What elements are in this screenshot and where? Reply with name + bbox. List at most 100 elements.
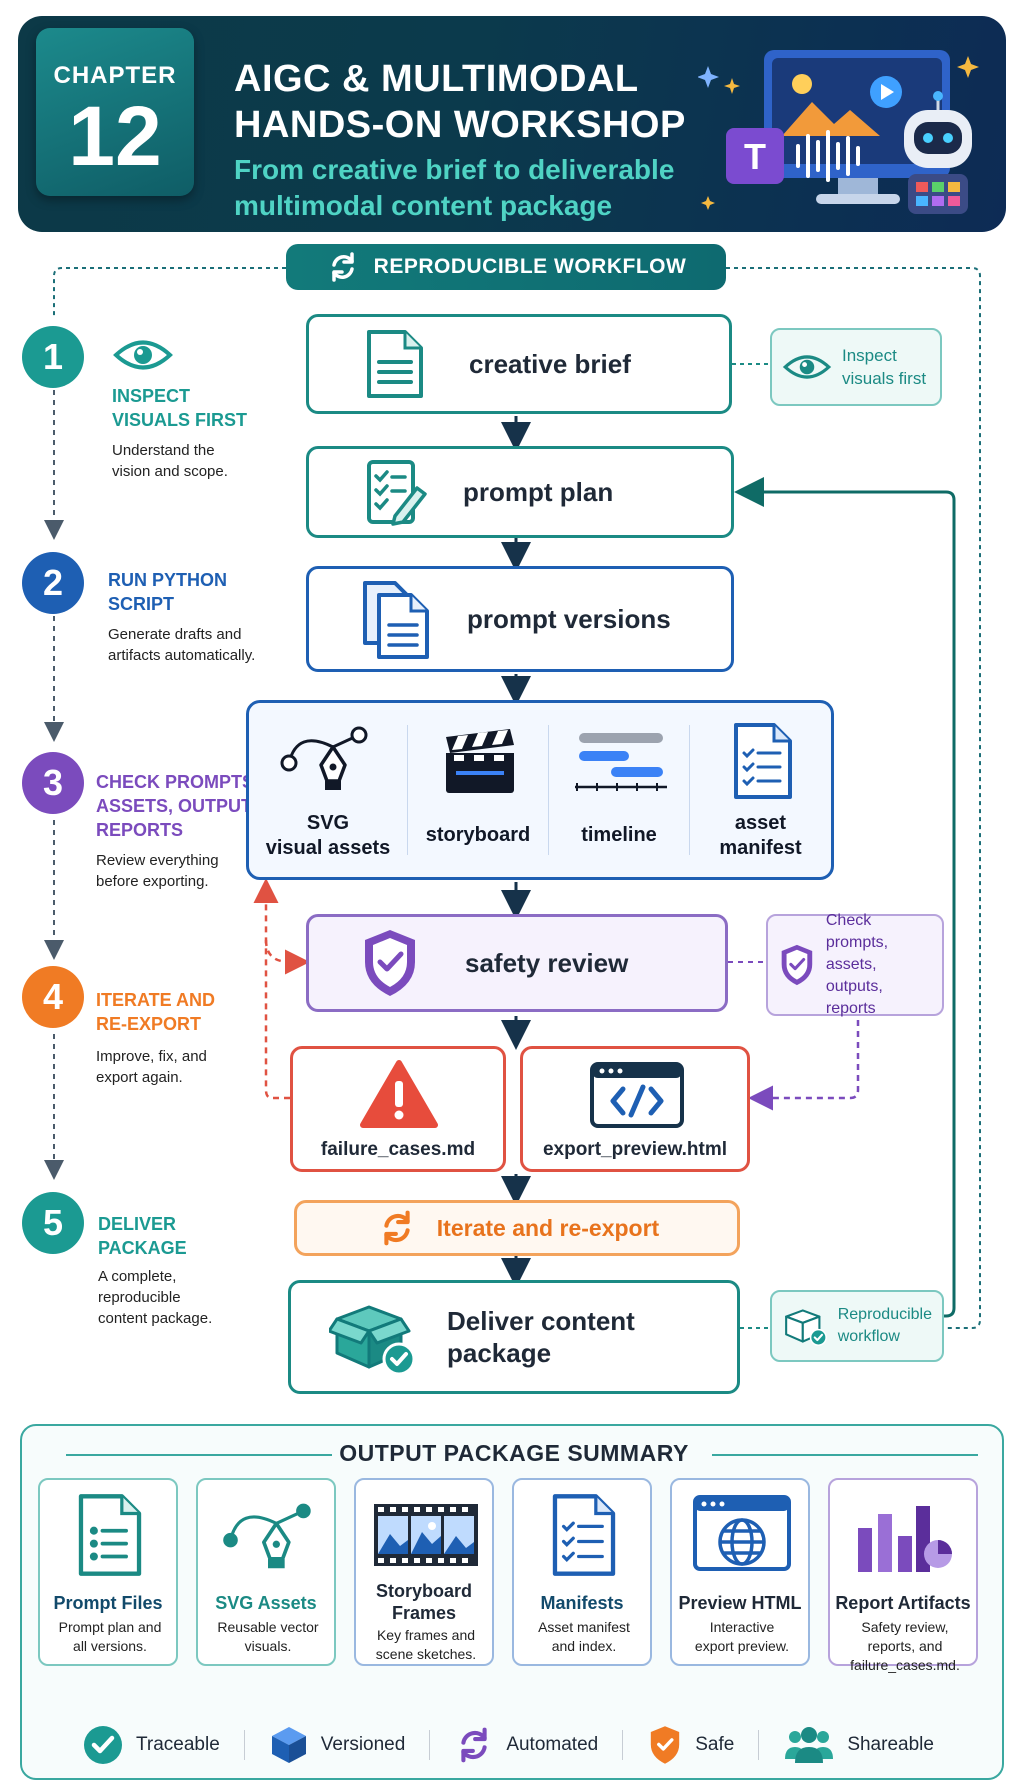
step-1-title-line-1: INSPECT [112,386,191,406]
summary-card-manifests: Manifests Asset manifest and index. [512,1478,652,1666]
pen-tool-icon [280,726,368,790]
creative-brief-node: creative brief [306,314,732,414]
badge-row: Traceable Versioned Automated [82,1722,962,1768]
step-1-circle: 1 [22,326,84,388]
repro-note-line-2: workflow [837,1328,900,1345]
card-5-desc: Interactive export preview. [676,1618,808,1656]
inspect-note-line-2: visuals first [842,369,927,388]
badge-safe-label: Safe [695,1734,735,1755]
check-note-line-1: Check prompts, [825,912,889,951]
asset-manifest-line-1: asset [734,812,787,834]
step-5-title-line-2: PACKAGE [98,1238,187,1258]
failure-cases-node: failure_cases.md [290,1046,506,1172]
step-3-desc-line-2: before exporting. [96,873,209,890]
step-1-title-line-2: VISUALS FIRST [112,410,248,430]
safety-review-node: safety review [306,914,728,1012]
page-title: AIGC & MULTIMODAL HANDS-ON WORKSHOP [234,56,686,148]
film-strip-icon [374,1504,478,1566]
card-3-title-line-1: Storyboard [375,1581,472,1601]
sparkle-icons [698,56,979,210]
step-4-desc-line-1: Improve, fix, and [96,1048,207,1065]
document-icon [367,330,423,398]
globe-icon [718,1518,766,1566]
inspect-visuals-note: Inspect visuals first [770,328,942,406]
card-1-desc-line-1: Prompt plan and [58,1619,162,1635]
summary-rule-left [66,1454,332,1456]
card-4-desc: Asset manifest and index. [518,1618,650,1656]
eye-icon [113,340,173,370]
header-banner: CHAPTER 12 AIGC & MULTIMODAL HANDS-ON WO… [18,16,1006,232]
step-5-desc-line-2: reproducible [98,1289,181,1306]
badge-separator [429,1730,431,1760]
asset-timeline-label: timeline [581,824,657,846]
repro-note-line-1: Reproducible [837,1306,932,1323]
box-check-icon [329,1305,416,1376]
title-line-1: AIGC & MULTIMODAL [234,58,639,100]
card-1-desc-line-2: all versions. [73,1638,147,1654]
card-1-desc: Prompt plan and all versions. [44,1618,176,1656]
summary-card-storyboard: Storyboard Frames Key frames and scene s… [354,1478,494,1666]
audio-wave-icon [796,130,860,182]
card-3-title: Storyboard Frames [356,1580,492,1624]
workflow-banner-label: REPRODUCIBLE WORKFLOW [373,255,687,278]
card-6-title: Report Artifacts [835,1593,971,1613]
card-2-desc: Reusable vector visuals. [202,1618,334,1656]
step-3-title-line-1: CHECK PROMPTS, [96,772,260,792]
refresh-icon [331,252,354,282]
step-2-title-line-1: RUN PYTHON [108,570,228,590]
deliver-package-label: Deliver content package [447,1305,635,1369]
monitor-icon [764,50,950,204]
badge-versioned-label: Versioned [320,1734,406,1755]
iterate-label: Iterate and re-export [436,1214,660,1241]
deliver-package-node: Deliver content package [288,1280,740,1394]
shield-check-icon [651,1726,680,1764]
asset-timeline: timeline [549,703,689,877]
svg-text:T: T [744,136,766,177]
badge-safe: Safe [647,1724,734,1766]
step-5-title: DELIVER PACKAGE [98,1212,187,1260]
checklist-pencil-icon [367,460,427,526]
asset-svg-line-1: SVG [306,812,350,834]
refresh-icon [384,1210,410,1246]
chapter-badge: CHAPTER 12 [36,28,194,196]
robot-icon [904,91,972,214]
step-2-title: RUN PYTHON SCRIPT [108,568,227,616]
clapperboard-icon [446,729,514,793]
step-5-desc: A complete, reproducible content package… [98,1266,212,1329]
step-3-desc-line-1: Review everything [96,852,219,869]
step-5-circle: 5 [22,1192,84,1254]
reproducible-workflow-note: Reproducible workflow [770,1290,944,1362]
card-2-desc-line-2: visuals. [244,1638,292,1654]
prompt-versions-label: prompt versions [467,603,671,634]
asset-storyboard-label: storyboard [425,824,531,846]
box-check-icon [785,1309,827,1347]
shield-check-icon [365,930,415,996]
asset-svg-visual: SVG visual assets [249,703,407,877]
check-circle-icon [84,1726,122,1764]
people-icon [785,1727,834,1763]
asset-manifest-label: asset manifest [690,811,831,861]
export-preview-node: export_preview.html [520,1046,750,1172]
title-line-2: HANDS-ON WORKSHOP [234,104,686,146]
asset-svg-label: SVG visual assets [249,811,407,861]
cube-icon [271,1727,306,1763]
prompt-plan-node: prompt plan [306,446,734,538]
check-note-line-3: reports [825,1000,876,1017]
step-5-desc-line-3: content package. [98,1310,213,1327]
step-4-desc: Improve, fix, and export again. [96,1046,207,1088]
card-3-desc-line-2: scene sketches. [375,1646,477,1662]
document-icon [78,1494,142,1576]
card-6-desc-line-1: Safety review, [861,1619,949,1635]
summary-card-preview-html: Preview HTML Interactive export preview. [670,1478,810,1666]
card-2-desc-line-1: Reusable vector [217,1619,319,1635]
code-window-icon [590,1062,684,1128]
safety-review-label: safety review [465,947,629,978]
card-5-title: Preview HTML [678,1593,802,1613]
step-4-circle: 4 [22,966,84,1028]
badge-separator [758,1730,760,1760]
asset-svg-line-2: visual assets [265,837,391,859]
inspect-visuals-note-text: Inspect visuals first [842,344,926,390]
step-3-title: CHECK PROMPTS, ASSETS, OUTPUTS, REPORTS [96,770,269,842]
workflow-banner: REPRODUCIBLE WORKFLOW [286,244,726,290]
step-4-title-line-1: ITERATE AND [96,990,215,1010]
